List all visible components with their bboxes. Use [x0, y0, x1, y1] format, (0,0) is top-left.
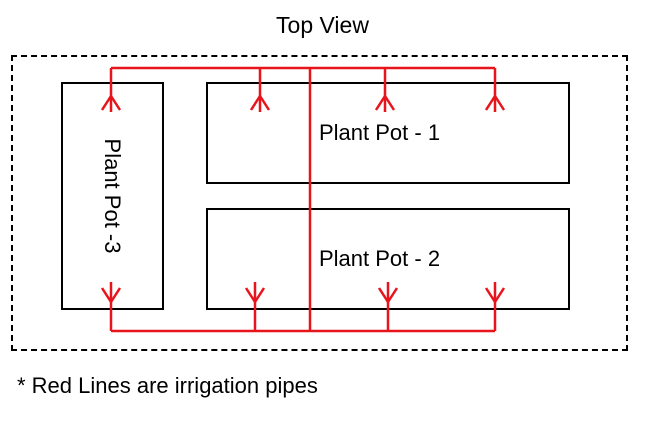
plant-pot-2-label: Plant Pot - 2 — [319, 246, 441, 271]
plant-pot-1 — [206, 82, 570, 184]
nozzle-top-2 — [374, 93, 396, 111]
nozzle-top-1 — [249, 93, 271, 111]
nozzle-bottom-1 — [244, 287, 266, 305]
legend-note: * Red Lines are irrigation pipes — [17, 373, 318, 398]
diagram-title: Top View — [276, 12, 369, 38]
plant-pot-3 — [61, 82, 164, 310]
nozzle-top-3 — [484, 93, 506, 111]
nozzle-bottom-3 — [484, 287, 506, 305]
area-boundary — [11, 55, 628, 351]
nozzle-bottom-pot3 — [100, 287, 122, 305]
plant-pot-1-label: Plant Pot - 1 — [319, 120, 441, 145]
nozzle-bottom-2 — [377, 287, 399, 305]
nozzle-top-pot3 — [100, 93, 122, 111]
